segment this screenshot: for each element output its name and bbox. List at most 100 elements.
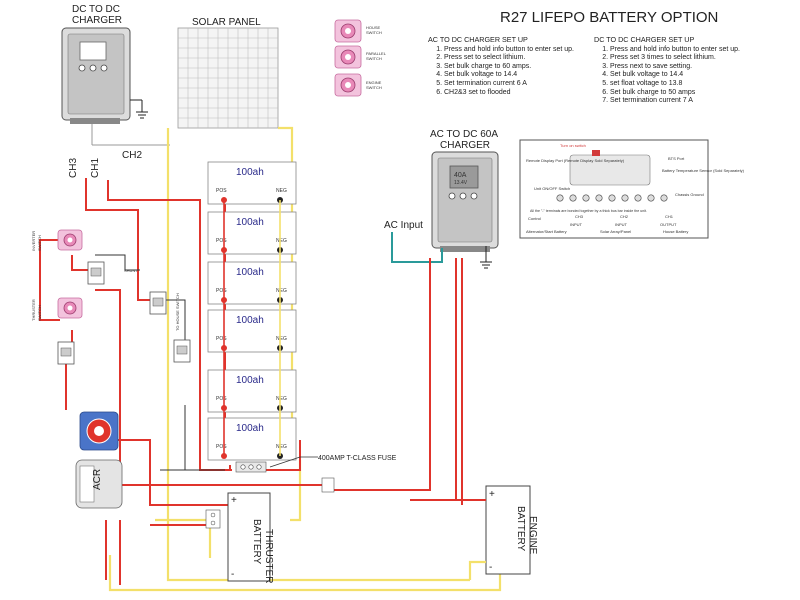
solar-array-label: Solar Array/Panel [600,229,631,234]
setup-step: Press and hold info button to enter set … [610,46,762,55]
battery-neg-label: NEG [276,288,287,294]
thruster-switch-label-2: SWITCH [37,305,42,321]
thruster-battery-minus: - [231,569,234,580]
battery-monitor-icon[interactable] [79,411,119,451]
input-1-label: INPUT [570,222,583,227]
charger-terminal [660,194,668,202]
battery-capacity-label: 100ah [236,167,264,178]
control-label: Control [528,216,541,221]
inverter-switch-label-2: SWITCH [37,235,42,251]
dc-dc-charger: DC TO DC CHARGER CH2 [61,4,170,161]
ac-setup-heading: DC TO DC CHARGER SET UP [594,35,695,44]
parallel-switch-icon[interactable] [334,45,362,69]
battery-capacity-label: 100ah [236,423,264,434]
thruster-switch-icon[interactable] [57,297,83,319]
thruster-fuse-pair [205,509,221,529]
ac-charger-display [449,165,479,189]
ac-charger-display-line-2: 13.4V [454,180,468,186]
charger-detail-panel: Turn on switch Remote Display Port (Remo… [519,139,745,239]
battery-pos-label: POS [216,396,227,402]
dc-dc-button-1[interactable] [78,64,86,72]
charger-terminal [634,194,642,202]
ac-charger-display-line-1: 40A [454,172,467,179]
remote-display-label: Remote Display Port (Remote Display Sold… [526,158,625,163]
battery-capacity-label: 100ah [236,267,264,278]
setup-step: Set bulk voltage to 14.4 [444,71,590,80]
charger-terminal [621,194,629,202]
engine-battery-plus: + [489,489,495,500]
dc-dc-charger-label-1: DC TO DC [72,4,120,15]
battery-neg-label: NEG [276,336,287,342]
thruster-battery-plus: + [231,495,237,506]
dc-dc-setup-notes: AC TO DC CHARGER SET UP Press and hold i… [428,35,590,98]
bts-port-label: BTS Port [668,156,685,161]
battery-capacity-label: 100ah [236,217,264,228]
engine-switch-icon[interactable] [334,73,362,97]
dc-dc-button-3[interactable] [100,64,108,72]
battery-pos-label: POS [216,188,227,194]
battery-neg-label: NEG [276,444,287,450]
ac-setup-list: Press and hold info button to enter set … [594,46,762,106]
ac-charger-label-1: AC TO DC 60A [430,129,498,140]
charger-terminal [582,194,590,202]
alternator-label: Alternator/Start Battery [526,229,567,234]
ac-charger-button-1[interactable] [448,192,456,200]
dc-dc-setup-list: Press and hold info button to enter set … [428,46,590,98]
parallel-switch-label-1: PARALLEL [366,51,387,56]
ac-charger-button-2[interactable] [459,192,467,200]
charger-terminal [569,194,577,202]
engine-switch-label-2: SWITCH [366,85,382,90]
battery-temp-label: Battery Temperature Sensor (Sold Separat… [662,168,745,173]
acr-label: ACR [92,469,103,490]
input-2-label: INPUT [615,222,628,227]
dc-dc-button-2[interactable] [89,64,97,72]
ch1-label: CH1 [90,158,101,178]
to-house-switch-label: TO HOUSE SWITCH [175,293,180,331]
battery-neg-label: NEG [276,188,287,194]
solar-panel-label: SOLAR PANEL [192,17,261,28]
turn-on-switch-label: Turn on switch [560,143,586,148]
detail-ch1-label: CH1 [665,214,674,219]
dc-dc-charger-output-label: CH2 [122,150,142,161]
unit-switch-label: Unit ON/OFF Switch [534,186,570,191]
engine-battery-minus: - [489,562,492,573]
inverter-switch-icon[interactable] [57,229,83,251]
battery-pos-label: POS [216,238,227,244]
switch-group: HOUSE SWITCH PARALLEL SWITCH ENGINE SWIT… [334,19,387,97]
charger-terminal [556,194,564,202]
battery-capacity-label: 100ah [236,375,264,386]
engine-switch-label-1: ENGINE [366,80,382,85]
engine-battery-label-2: BATTERY [515,506,526,552]
setup-step: CH2&3 set to flooded [444,89,590,98]
thruster-battery-label-2: BATTERY [251,519,262,565]
detail-ch3-label: CH3 [575,214,584,219]
battery-neg-label: NEG [276,396,287,402]
shunt-label: SHUNT [124,268,138,273]
fuse-label: 400AMP T-CLASS FUSE [318,455,397,462]
thruster-switch-label-1: THRUSTER [31,299,36,321]
thruster-battery-label-1: THRUSTER [263,529,274,583]
setup-step: Set bulk voltage to 14.4 [610,71,762,80]
ch3-label: CH3 [68,158,79,178]
solar-panel: SOLAR PANEL [177,17,279,129]
thruster-battery: THRUSTER BATTERY + - [227,492,274,583]
dc-dc-charger-label-2: CHARGER [72,15,122,26]
inverter-fuse-block [87,261,105,285]
ac-charger-label-2: CHARGER [440,140,490,151]
setup-step: Press set to select lithium. [444,54,590,63]
setup-step: Set bulk charge to 50 amps [610,89,762,98]
ac-charger-button-3[interactable] [470,192,478,200]
charger-terminal [608,194,616,202]
thruster-fuse-block [57,341,75,365]
t-class-fuse [235,461,267,473]
charger-terminal [647,194,655,202]
house-battery-label: House Battery [663,229,688,234]
house-switch-icon[interactable] [334,19,362,43]
battery-pos-label: POS [216,336,227,342]
setup-step: Press and hold info button to enter set … [444,46,590,55]
